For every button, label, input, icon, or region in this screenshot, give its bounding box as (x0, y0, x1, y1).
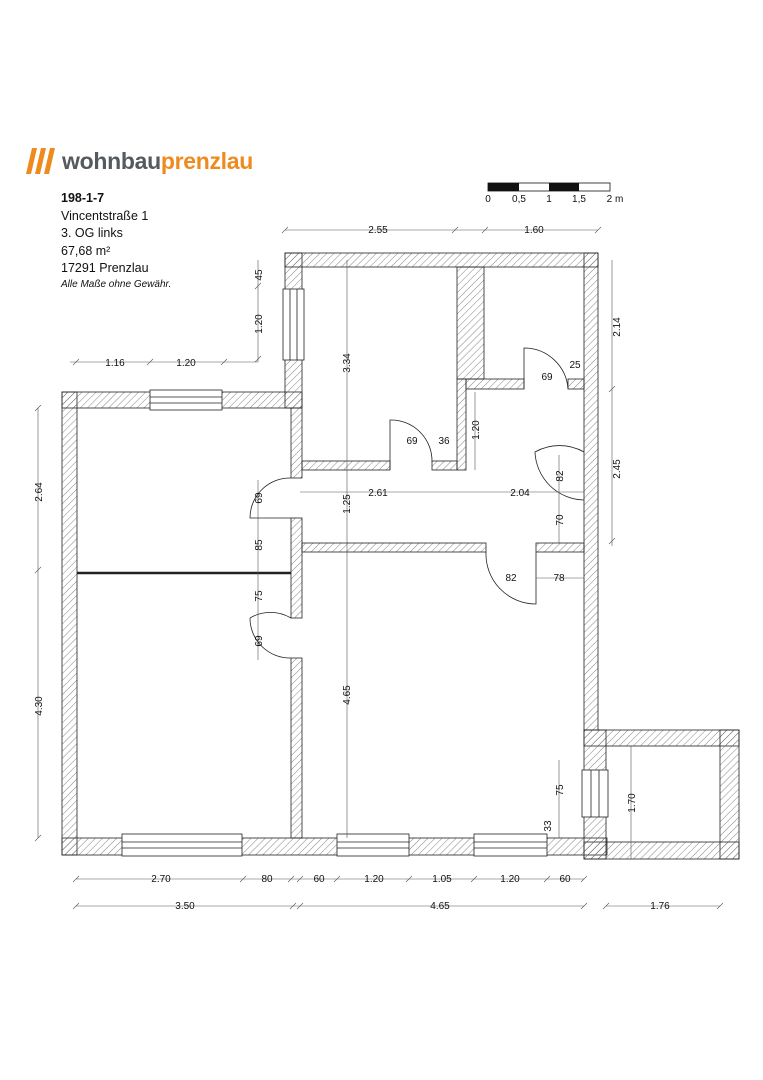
dim-label: 36 (438, 436, 450, 447)
wall-room1-bottom (301, 460, 391, 471)
dim-label: 69 (406, 436, 418, 447)
logo-text-wohnbau: wohnbau (62, 147, 161, 174)
dim-label: 60 (313, 874, 325, 885)
logo-wordmark: wohnbauprenzlau (62, 148, 253, 175)
dim-label: 60 (559, 874, 571, 885)
wall-hall-bottom (301, 542, 487, 553)
wall-interior-left-b (290, 517, 303, 619)
window-bath (282, 288, 305, 361)
walls (61, 252, 740, 860)
logo-text-prenzlau: prenzlau (160, 147, 254, 174)
door-living (485, 551, 537, 605)
dim-label: 1.76 (650, 901, 670, 912)
dim-label: 78 (553, 573, 565, 584)
dim-label: 1.70 (627, 793, 638, 813)
balcony-door (581, 769, 609, 818)
scale-label-0: 0 (485, 194, 491, 205)
wall-storage-bottom (465, 378, 525, 390)
dim-label: 1.16 (105, 358, 125, 369)
scale-label-2m: 2 m (607, 194, 624, 205)
dimension-labels: 2.55 1.60 1.16 1.20 45 1.20 2.14 2.45 2.… (34, 225, 670, 912)
dim-label: 1.20 (364, 874, 384, 885)
dim-label: 69 (254, 635, 265, 647)
dim-label: 1.20 (500, 874, 520, 885)
wall-interior-left-c (290, 657, 303, 839)
dim-label: 2.61 (368, 488, 388, 499)
company-logo: wohnbauprenzlau (26, 144, 253, 178)
dim-label: 2.64 (34, 482, 45, 502)
dim-label: 1.05 (432, 874, 452, 885)
dim-label: 75 (555, 784, 566, 796)
dim-label: 4.65 (342, 685, 353, 705)
wall-hall-bottom-right (535, 542, 585, 553)
dim-label: 1.20 (471, 420, 482, 440)
dim-label: 3.50 (175, 901, 195, 912)
logo-stripes-icon (26, 148, 55, 174)
property-info: 198-1-7 Vincentstraße 1 3. OG links 67,6… (61, 190, 171, 292)
dim-label: 3.34 (342, 353, 353, 373)
property-area: 67,68 m² (61, 243, 111, 258)
dim-label: 69 (254, 492, 265, 504)
dim-label: 2.70 (151, 874, 171, 885)
dim-label: 70 (555, 514, 566, 526)
dim-label: 2.45 (612, 459, 623, 479)
door-entrance (534, 445, 585, 501)
scale-bar: 0 0,5 1 1,5 2 m (485, 182, 624, 205)
dim-label: 82 (505, 573, 517, 584)
door-storage (523, 347, 569, 390)
wall-right (583, 252, 599, 731)
scale-label-05: 0,5 (512, 194, 526, 205)
doors (249, 347, 585, 659)
scale-label-15: 1,5 (572, 194, 586, 205)
dim-label: 2.55 (368, 225, 388, 236)
windows (121, 288, 609, 857)
dim-label: 1.20 (254, 314, 265, 334)
dim-label: 4.30 (34, 696, 45, 716)
door-room1 (389, 419, 433, 470)
dim-label: 1.60 (524, 225, 544, 236)
window-bottom-mid (336, 833, 410, 857)
dim-label: 80 (261, 874, 273, 885)
wall-balcony-bottom (583, 841, 740, 860)
dim-label: 82 (555, 470, 566, 482)
window-bottom-right (473, 833, 548, 857)
property-city: 17291 Prenzlau (61, 261, 149, 275)
wall-balcony-top (583, 729, 740, 747)
dim-label: 33 (543, 820, 554, 832)
dim-label: 85 (254, 539, 265, 551)
wall-room1-bottom-right (431, 460, 458, 471)
window-top-left (149, 389, 223, 411)
wall-left (61, 391, 78, 856)
window-bottom-left (121, 833, 243, 857)
disclaimer-note: Alle Maße ohne Gewähr. (61, 278, 172, 290)
dimension-lines (34, 226, 724, 910)
scale-label-1: 1 (546, 194, 552, 205)
dim-label: 1.20 (176, 358, 196, 369)
dim-label: 25 (569, 360, 581, 371)
wall-interior-thick (456, 266, 485, 380)
dim-label: 2.04 (510, 488, 530, 499)
dim-label: 2.14 (612, 317, 623, 337)
dim-label: 45 (254, 269, 265, 281)
wall-interior-left-a (290, 407, 303, 479)
wall-interior-lower (456, 378, 467, 471)
dim-label: 1.25 (342, 494, 353, 514)
property-street: Vincentstraße 1 (61, 208, 149, 223)
dim-label: 69 (541, 372, 553, 383)
dim-label: 4.65 (430, 901, 450, 912)
wall-storage-bottom-right (567, 378, 585, 390)
door-left-b (249, 612, 292, 659)
wall-balcony-right (719, 729, 740, 860)
property-floor: 3. OG links (61, 226, 123, 240)
wall-top (284, 252, 599, 268)
door-left-a (249, 477, 292, 519)
property-id: 198-1-7 (61, 191, 105, 205)
dim-label: 75 (254, 590, 265, 602)
